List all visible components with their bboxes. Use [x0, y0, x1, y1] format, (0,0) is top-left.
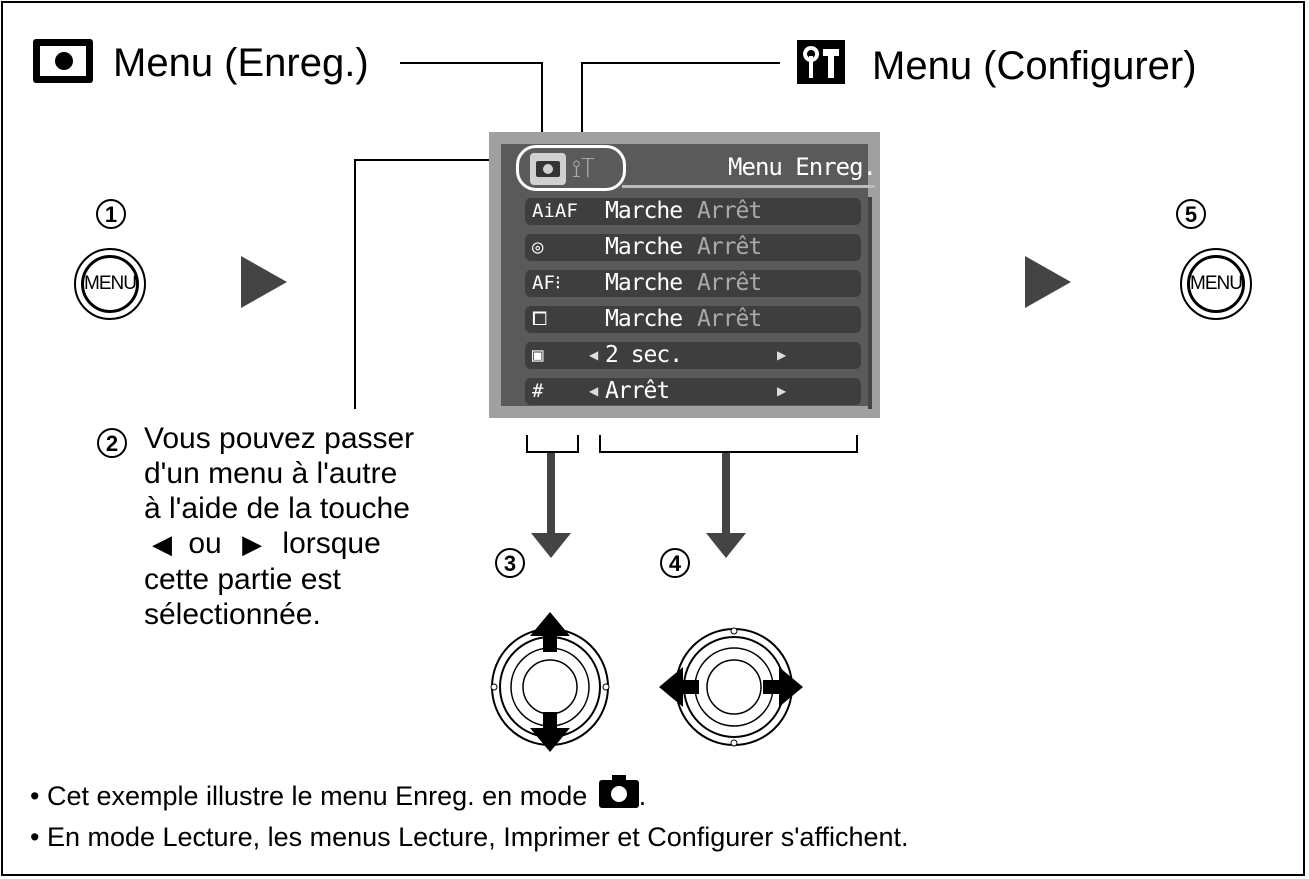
lcd-left-arrow-icon: ◀ — [589, 348, 599, 362]
lcd-row-value: Marche — [605, 306, 683, 332]
right-triangle-icon — [241, 256, 287, 308]
lcd-right-arrow-icon: ▶ — [777, 384, 787, 398]
lcd-setup-tab-icon: ⟟⟙ — [572, 155, 596, 183]
step-5-number: 5 — [1176, 199, 1206, 229]
lcd-row-value: 2 sec. — [605, 342, 683, 368]
setup-menu-leader — [581, 62, 780, 140]
controller-updown-icon — [490, 612, 610, 752]
lcd-row-icon: # — [532, 380, 544, 402]
step-2-description: Vous pouvez passer d'un menu à l'autre à… — [144, 421, 464, 632]
setup-menu-wrench-icon — [797, 40, 845, 84]
lcd-title-underline — [622, 185, 875, 188]
lcd-tabs-highlight — [516, 145, 626, 191]
bracket-right — [599, 435, 858, 453]
footnote-1-end: . — [638, 781, 647, 811]
footnote-1-text: • Cet exemple illustre le menu Enreg. en… — [30, 781, 588, 811]
rec-menu-leader — [400, 62, 543, 140]
lcd-row-value: Marche — [605, 270, 683, 296]
step-2-line: Vous pouvez passer — [144, 422, 415, 455]
lcd-row-icon: ▣ — [532, 344, 544, 366]
step2-leader — [354, 159, 512, 409]
lcd-camera-tab-icon — [530, 153, 566, 185]
footnote-2: • En mode Lecture, les menus Lecture, Im… — [30, 822, 909, 852]
lcd-row — [525, 270, 861, 297]
step-2-line-end: lorsque — [282, 527, 381, 560]
step-3-number: 3 — [495, 548, 525, 578]
lcd-menu-title: Menu Enreg. — [728, 153, 877, 181]
menu-button-icon: MENU — [1180, 248, 1252, 320]
step-2-line: cette partie est — [144, 563, 341, 596]
lcd-row-value: Arrêt — [605, 378, 670, 404]
lcd-row — [525, 306, 861, 333]
step-2-line: d'un menu à l'autre — [144, 457, 398, 490]
step-2-number: 2 — [97, 428, 127, 458]
lcd-row-option: Arrêt — [697, 234, 762, 260]
rec-menu-camera-icon — [33, 39, 93, 83]
bracket-left — [526, 435, 579, 453]
step-2-line: sélectionnée. — [144, 598, 321, 631]
lcd-scrollbar — [868, 197, 872, 409]
camera-icon — [598, 775, 639, 808]
lcd-row — [525, 378, 861, 405]
footnote-1: • Cet exemple illustre le menu Enreg. en… — [30, 775, 647, 812]
lcd-right-arrow-icon: ▶ — [777, 348, 787, 362]
lcd-row-icon: ◎ — [532, 236, 544, 258]
lcd-row-option: Arrêt — [697, 270, 762, 296]
lcd-row — [525, 342, 861, 369]
arrow-right-head — [706, 533, 746, 558]
lcd-row-icon: ⧠ — [532, 308, 548, 330]
lcd-row-value: Marche — [605, 198, 683, 224]
lcd-left-arrow-icon: ◀ — [589, 384, 599, 398]
lcd-row — [525, 234, 861, 261]
lcd-row-icon: AF⁝ — [532, 272, 561, 294]
menu-button-label: MENU — [81, 255, 139, 313]
lcd-row-option: Arrêt — [697, 198, 762, 224]
setup-menu-label: Menu (Configurer) — [872, 44, 1197, 88]
arrow-right-shaft — [722, 453, 730, 538]
lcd-row-option: Arrêt — [697, 306, 762, 332]
lcd-row — [525, 198, 861, 225]
arrow-left-head — [531, 533, 571, 558]
step-2-line: à l'aide de la touche — [144, 492, 410, 525]
rec-menu-label: Menu (Enreg.) — [113, 41, 369, 85]
right-arrow-icon: ▶ — [242, 529, 263, 559]
arrow-left-shaft — [547, 453, 555, 538]
menu-button-icon: MENU — [74, 248, 146, 320]
right-triangle-icon — [1025, 256, 1071, 308]
step-1-number: 1 — [96, 199, 126, 229]
step-2-line: ◀ ou ▶ lorsque — [144, 526, 464, 562]
lcd-row-icon: AiAF — [532, 200, 578, 222]
step-4-number: 4 — [660, 548, 690, 578]
or-text: ou — [188, 527, 222, 560]
controller-leftright-icon — [659, 627, 803, 747]
left-arrow-icon: ◀ — [152, 529, 172, 559]
menu-button-label: MENU — [1187, 255, 1245, 313]
lcd-row-value: Marche — [605, 234, 683, 260]
